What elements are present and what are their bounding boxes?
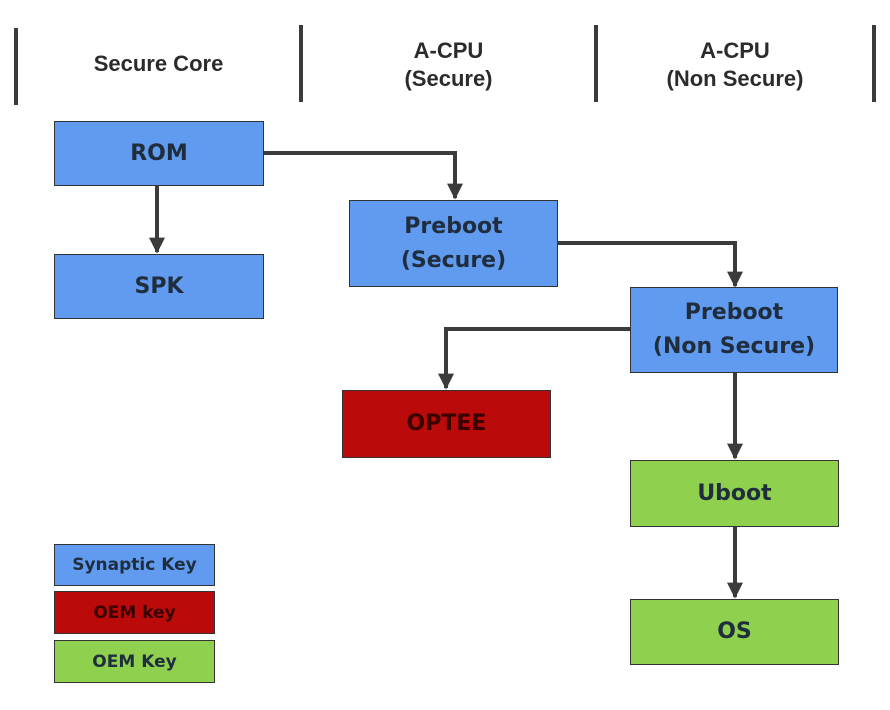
node-os: OS [630,599,839,665]
edge-preboot-secure-to-preboot-nonsecure [557,241,743,288]
legend-synaptic-key: Synaptic Key [54,544,215,586]
edge-rom-to-preboot-secure [263,151,463,200]
node-uboot: Uboot [630,460,839,527]
legend-oem-key-red: OEM key [54,591,215,634]
column-separator [594,25,598,102]
column-header-acpu-nonsecure: A-CPU (Non Secure) [666,38,804,91]
column-separator [872,25,876,102]
node-optee: OPTEE [342,390,551,458]
column-header-acpu-secure: A-CPU (Secure) [404,38,493,91]
edge-preboot-nonsecure-to-optee [438,327,630,390]
node-preboot-secure: Preboot (Secure) [349,200,558,287]
node-preboot-nonsecure: Preboot (Non Secure) [630,287,838,373]
column-separator [14,28,18,105]
node-spk: SPK [54,254,264,319]
column-header-secure-core: Secure Core [93,51,224,76]
legend-oem-key-green: OEM Key [54,640,215,683]
node-rom: ROM [54,121,264,186]
column-separator [299,25,303,102]
